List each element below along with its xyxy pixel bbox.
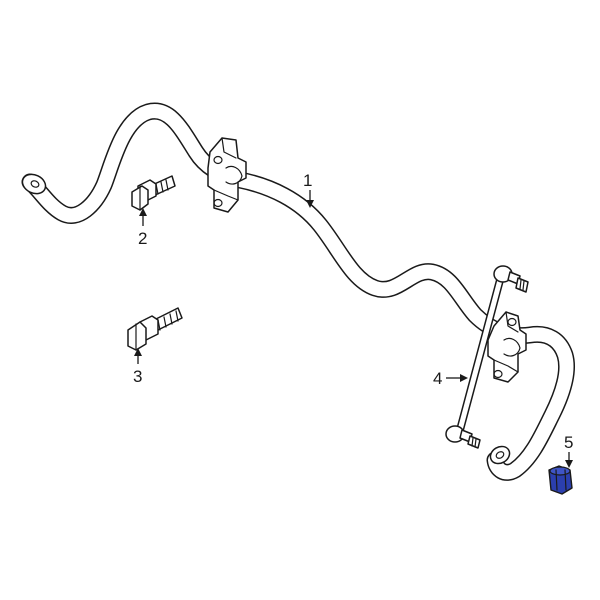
callout-label-3: 3 bbox=[133, 367, 142, 386]
callout-4: 4 bbox=[433, 369, 468, 388]
bar-right-end bbox=[489, 445, 511, 465]
link-nut[interactable] bbox=[548, 465, 573, 495]
link-lower-ball-joint bbox=[445, 425, 481, 449]
left-bushing-bracket bbox=[207, 137, 247, 213]
callout-label-4: 4 bbox=[433, 369, 442, 388]
callout-1: 1 bbox=[303, 171, 314, 208]
callout-label-2: 2 bbox=[138, 229, 147, 248]
stabilizer-bar[interactable] bbox=[19, 102, 576, 481]
stabilizer-bar-inner bbox=[23, 104, 574, 480]
bolt-upper[interactable] bbox=[131, 175, 176, 211]
bar-left-end bbox=[21, 173, 47, 195]
stabilizer-link[interactable] bbox=[445, 265, 529, 449]
callout-label-5: 5 bbox=[564, 433, 573, 452]
bolt-lower[interactable] bbox=[127, 307, 183, 351]
link-upper-ball-joint bbox=[493, 265, 529, 293]
callout-label-1: 1 bbox=[303, 171, 312, 190]
callout-3: 3 bbox=[133, 348, 142, 386]
callout-2: 2 bbox=[138, 208, 147, 248]
callout-5: 5 bbox=[564, 433, 573, 468]
right-bushing-bracket bbox=[487, 311, 527, 383]
